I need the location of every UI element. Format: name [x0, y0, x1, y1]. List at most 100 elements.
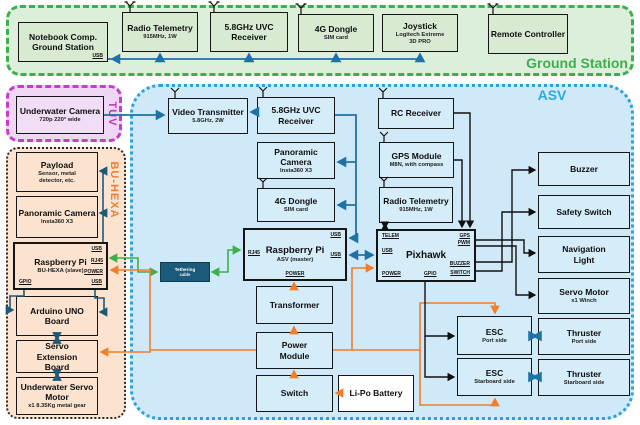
box-title: Joystick — [402, 20, 438, 31]
box-title: Thruster — [566, 327, 602, 338]
box-arduino-uno: Arduino UNO Board — [16, 296, 98, 336]
box-subtitle: Starboard side — [474, 379, 515, 386]
port-label-pwm: PWM — [457, 240, 470, 246]
box-esc-port: ESC Port side — [457, 316, 532, 355]
box-esc-starboard: ESC Starboard side — [457, 358, 532, 396]
tuv-label: TUV — [106, 101, 118, 127]
box-gs-4g-dongle: 4G Dongle SIM card — [298, 14, 374, 52]
box-servo-extension: Servo Extension Board — [16, 340, 98, 373]
box-title: Thruster — [566, 368, 602, 379]
port-label-buzzer: BUZZER — [449, 261, 470, 267]
box-subtitle: M8N, with compass — [389, 162, 444, 169]
box-title: Buzzer — [570, 163, 598, 174]
port-label-rj45: RJ45 — [91, 258, 103, 264]
box-title: Video Transmitter — [172, 107, 244, 118]
box-gs-joystick: Joystick Logitech Extreme 3D PRO — [382, 14, 458, 52]
port-label-rj45: RJ45 — [248, 250, 260, 256]
box-safety-switch: Safety Switch — [538, 195, 630, 229]
box-subtitle: 915MHz, 1W — [143, 34, 177, 41]
port-label-usb: USB — [382, 248, 393, 254]
box-title: Raspberry Pi — [34, 257, 87, 268]
box-subtitle: BU-HEXA (slave) — [37, 268, 84, 275]
box-title: Power Module — [279, 340, 310, 361]
box-subtitle: Insta360 X3 — [280, 167, 312, 174]
box-title: Radio Telemetry — [127, 23, 193, 34]
box-title: 5.8GHz UVC Receiver — [271, 105, 321, 126]
bu-hexa-label: BU-HEXA — [108, 161, 120, 219]
port-label-usb-bottom: USB — [91, 279, 102, 285]
box-title: RC Receiver — [390, 108, 442, 119]
box-subtitle: ASV (master) — [276, 257, 314, 264]
port-label-telem: TELEM — [382, 233, 399, 239]
box-subtitle: x1 Winch — [571, 298, 597, 305]
box-subtitle: SIM card — [323, 35, 349, 42]
box-lipo-battery: Li-Po Battery — [338, 375, 414, 412]
port-label-power: POWER — [84, 269, 103, 275]
box-title: Arduino UNO Board — [30, 305, 84, 326]
box-subtitle: Port side — [571, 338, 597, 345]
box-title: ESC — [485, 368, 504, 379]
box-title: Servo Extension Board — [36, 341, 78, 372]
box-bu-raspberry-pi: Raspberry Pi BU-HEXA (slave) USB RJ45 PO… — [13, 242, 108, 290]
port-label-switch: SWITCH — [450, 270, 470, 276]
box-title: 4G Dongle — [274, 196, 318, 207]
box-bu-panoramic-camera: Panoramic Camera Insta360 X3 — [16, 196, 98, 238]
box-title: Switch — [280, 388, 309, 399]
box-underwater-camera: Underwater Camera 720p 220° wide — [16, 96, 104, 134]
box-transformer: Transformer — [256, 286, 333, 324]
box-subtitle: Sensor, metal detector, etc. — [38, 170, 76, 184]
box-buzzer: Buzzer — [538, 152, 630, 186]
box-thruster-starboard: Thruster Starboard side — [538, 359, 630, 396]
box-subtitle: SIM card — [283, 207, 309, 214]
box-title: Pixhawk — [405, 249, 447, 261]
box-subtitle: 5.8GHz, 2W — [192, 118, 224, 125]
box-subtitle: Insta360 X3 — [41, 219, 73, 226]
port-label-gps: GPS — [459, 233, 470, 239]
box-underwater-servo-motor: Underwater Servo Motor x1 8.35Kg metal g… — [16, 377, 98, 415]
box-title-line2: Ground Station — [32, 42, 94, 52]
box-subtitle: Starboard side — [563, 379, 605, 386]
port-label-gpio: GPIO — [424, 271, 437, 277]
box-title: Transformer — [269, 299, 320, 310]
box-gs-uvc-receiver: 5.8GHz UVC Receiver — [210, 12, 288, 52]
box-subtitle: 720p 220° wide — [39, 117, 81, 124]
box-tether-link: Tethering cable — [160, 262, 210, 282]
port-label-power: POWER — [285, 271, 305, 277]
box-title: Underwater Servo Motor — [20, 382, 94, 403]
box-title: 4G Dongle — [314, 24, 358, 35]
box-title: Safety Switch — [556, 206, 612, 217]
box-asv-raspberry-pi: Raspberry Pi ASV (master) RJ45 USB USB P… — [243, 228, 347, 281]
box-title: Payload — [40, 159, 74, 170]
box-title: ESC — [485, 326, 504, 337]
box-title: Notebook Comp. — [29, 31, 97, 42]
box-title: Servo Motor — [559, 287, 609, 298]
box-title: Underwater Camera — [19, 106, 101, 117]
box-title: Panoramic Camera — [274, 146, 318, 167]
box-title: Remote Controller — [490, 28, 566, 39]
ground-station-label: Ground Station — [526, 55, 628, 71]
box-subtitle: Port side — [482, 337, 507, 344]
box-switch: Switch — [256, 375, 333, 412]
box-asv-panoramic-camera: Panoramic Camera Insta360 X3 — [257, 142, 335, 179]
box-power-module: Power Module — [256, 332, 333, 369]
box-video-transmitter: Video Transmitter 5.8GHz, 2W — [168, 98, 248, 134]
box-title: Li-Po Battery — [349, 388, 403, 399]
port-label-usb: USB — [330, 232, 341, 238]
box-title: 5.8GHz UVC Receiver — [224, 21, 274, 42]
box-payload: Payload Sensor, metal detector, etc. — [16, 152, 98, 192]
box-asv-servo-motor: Servo Motor x1 Winch — [538, 278, 630, 314]
box-notebook-ground-station: Notebook Comp. Ground Station USB — [18, 22, 108, 62]
box-asv-radio-telemetry: Radio Telemetry 915MHz, 1W — [379, 187, 453, 223]
box-title: Tethering — [174, 266, 196, 272]
port-label-usb: USB — [92, 53, 103, 59]
asv-label: ASV — [537, 87, 567, 103]
box-title: Raspberry Pi — [265, 245, 325, 257]
box-subtitle: 915MHz, 1W — [399, 207, 433, 214]
box-gs-remote-controller: Remote Controller — [488, 14, 568, 54]
box-gs-radio-telemetry: Radio Telemetry 915MHz, 1W — [122, 12, 198, 52]
port-label-gpio: GPIO — [19, 279, 32, 285]
box-rc-receiver: RC Receiver — [378, 98, 454, 129]
port-label-usb-right: USB — [330, 252, 341, 258]
box-asv-uvc-receiver: 5.8GHz UVC Receiver — [257, 97, 335, 134]
box-thruster-port: Thruster Port side — [538, 318, 630, 355]
